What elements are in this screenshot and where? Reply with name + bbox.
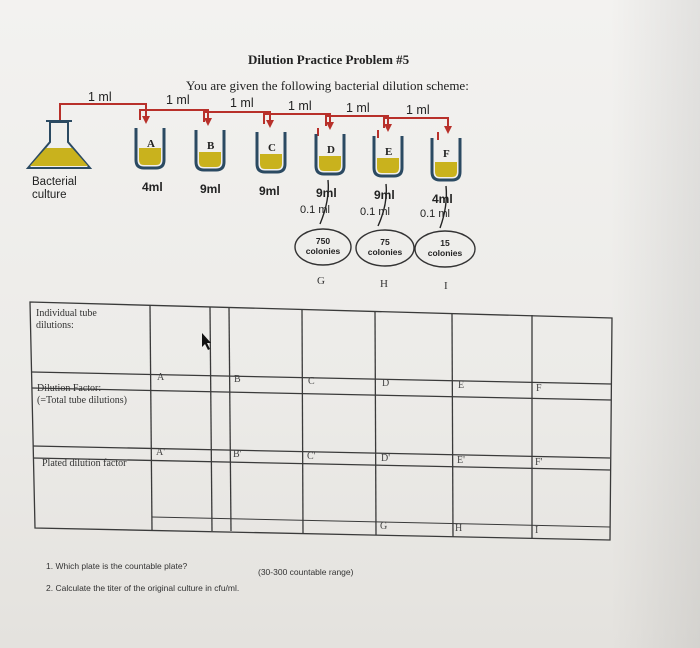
tube-volume-A: 4ml <box>142 180 163 194</box>
plate-I-count-unit: colonies <box>427 248 463 258</box>
transfer-label-3: 1 ml <box>230 96 254 110</box>
tube-A <box>134 128 166 170</box>
plate-I <box>414 230 476 268</box>
culture-label-line2: culture <box>32 189 67 201</box>
row-label-dilution-factor-line2: (=Total tube dilutions) <box>37 395 127 406</box>
transfer-label-1: 1 ml <box>88 90 112 104</box>
question-2: 2. Calculate the titer of the original c… <box>46 583 240 593</box>
row-label-individual-dilutions: Individual tube dilutions: <box>36 308 97 331</box>
transfer-label-2: 1 ml <box>166 93 190 107</box>
grid-letter-B: B <box>234 374 241 385</box>
tube-B <box>194 130 226 172</box>
plated-volume-2: 0.1 ml <box>360 206 390 218</box>
grid-letter-F: F <box>536 383 542 394</box>
tube-F <box>430 138 462 182</box>
plate-I-count: 15 colonies <box>416 238 474 258</box>
grid-letter-H: H <box>455 523 463 534</box>
plate-H-count-unit: colonies <box>367 247 403 257</box>
plate-G-count: 750 colonies <box>294 236 352 256</box>
tube-volume-E: 9ml <box>374 188 395 202</box>
tube-letter-B: B <box>207 140 215 152</box>
plate-H-count: 75 colonies <box>356 237 414 257</box>
plated-volume-3: 0.1 ml <box>420 208 450 220</box>
grid-letter-F-prime: F' <box>535 457 543 468</box>
plated-volume-1: 0.1 ml <box>300 204 330 216</box>
question-1: 1. Which plate is the countable plate? <box>46 561 188 571</box>
row-label-dilution-factor: Dilution Factor: (=Total tube dilutions) <box>37 383 152 407</box>
grid-letter-E-prime: E' <box>457 455 465 466</box>
culture-label-line1: Bacterial <box>32 176 77 188</box>
tube-letter-A: A <box>147 138 155 150</box>
tube-volume-F: 4ml <box>432 192 453 206</box>
arrow-heads <box>142 116 452 134</box>
grid-letter-A: A <box>157 372 165 383</box>
tube-E <box>372 136 404 178</box>
row-label-plated-dilution: Plated dilution factor <box>42 458 127 469</box>
tube-volume-D: 9ml <box>316 186 337 200</box>
plate-H-count-value: 75 <box>380 237 390 247</box>
grid-letter-B-prime: B' <box>233 449 242 460</box>
tube-letter-F: F <box>443 148 450 160</box>
transfer-label-4: 1 ml <box>288 99 312 113</box>
grid-letter-I: I <box>535 525 539 536</box>
tube-letter-E: E <box>385 146 393 158</box>
page-title: Dilution Practice Problem #5 <box>248 52 410 67</box>
grid-letter-C: C <box>308 376 315 387</box>
culture-flask <box>25 120 93 169</box>
culture-label: Bacterial culture <box>32 176 77 202</box>
grid-letter-D-prime: D' <box>381 453 391 464</box>
tube-D <box>314 134 346 176</box>
tube-letter-C: C <box>268 142 276 154</box>
question-1-note: (30-300 countable range) <box>258 567 354 577</box>
tube-volume-B: 9ml <box>200 182 221 196</box>
page-subtitle: You are given the following bacterial di… <box>186 78 469 93</box>
grid-letter-G: G <box>380 521 388 532</box>
transfer-arrows <box>59 103 449 140</box>
page-shadow <box>610 0 700 648</box>
plate-G-count-value: 750 <box>315 236 331 246</box>
transfer-label-5: 1 ml <box>346 101 370 115</box>
plate-G-count-unit: colonies <box>305 246 341 256</box>
grid-letter-A-prime: A' <box>156 447 166 458</box>
row-label-dilution-factor-line1: Dilution Factor: <box>37 383 102 394</box>
tube-volume-C: 9ml <box>259 184 280 198</box>
plating-arrows <box>319 179 448 229</box>
grid-letter-C-prime: C' <box>307 451 316 462</box>
plate-H <box>355 229 415 267</box>
tube-C <box>255 132 287 174</box>
plate-letter-H: H <box>380 278 388 290</box>
grid-letter-D: D <box>382 378 390 389</box>
mouse-cursor <box>202 333 211 350</box>
plate-letter-I: I <box>444 280 448 292</box>
plate-letter-G: G <box>317 275 325 287</box>
dilution-scheme-diagram <box>25 103 476 268</box>
transfer-label-6: 1 ml <box>406 103 430 117</box>
plate-G <box>294 228 352 266</box>
plate-I-count-value: 15 <box>440 238 450 248</box>
tube-letter-D: D <box>327 144 335 156</box>
grid-letter-E: E <box>458 380 465 391</box>
